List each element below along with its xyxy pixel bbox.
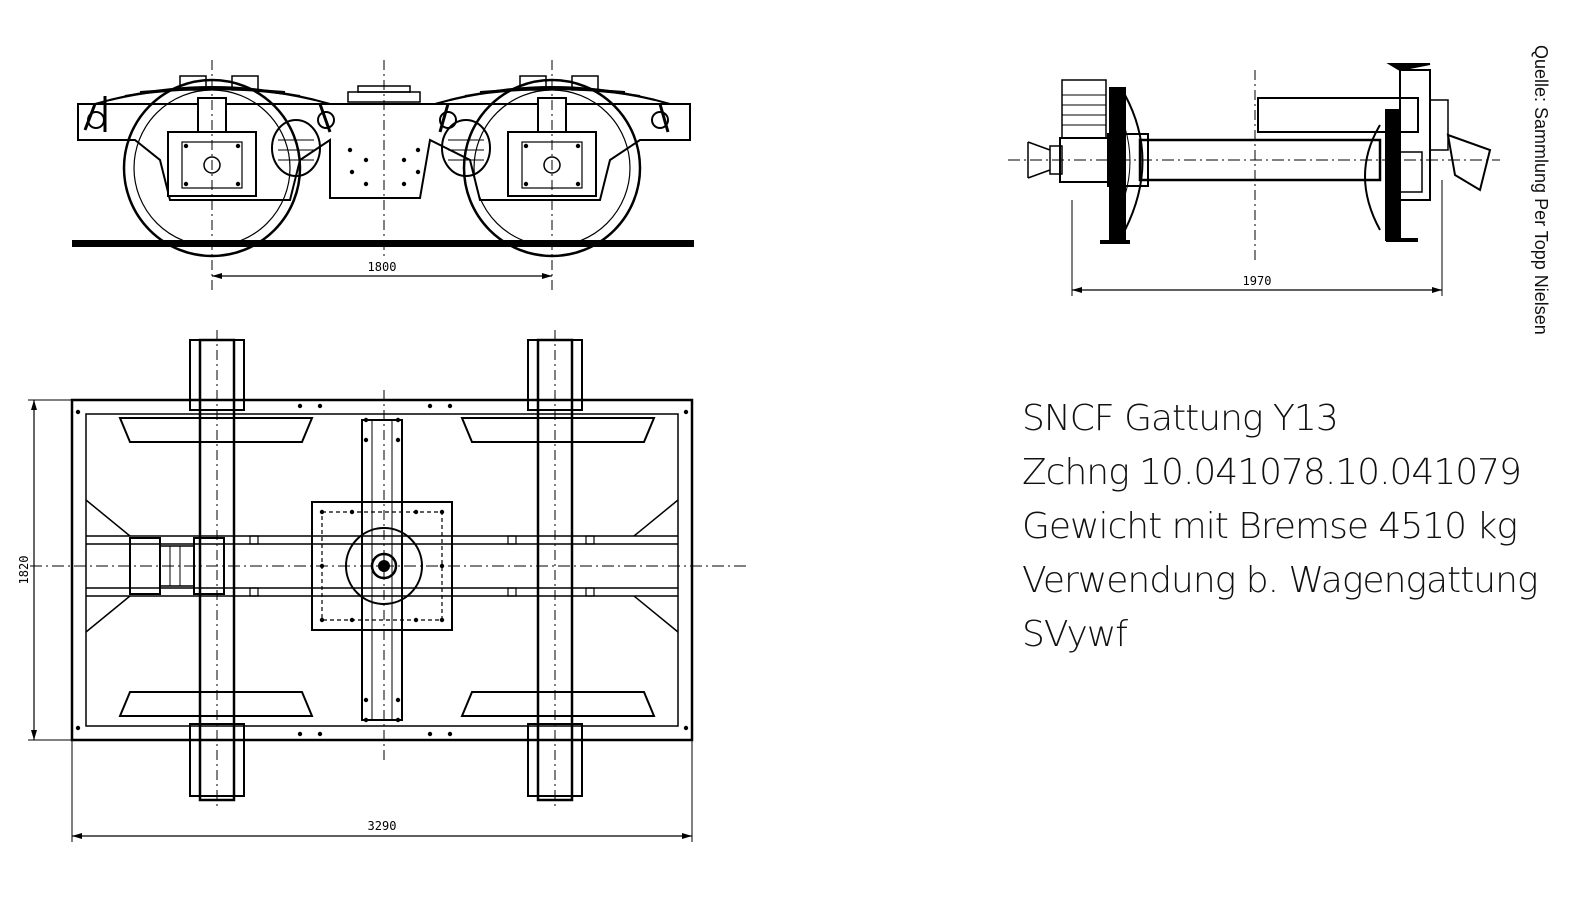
title-line-2: Zchng 10.041078.10.041079 bbox=[1022, 452, 1522, 493]
title-line-1: SNCF Gattung Y13 bbox=[1022, 398, 1339, 439]
title-line-4: Verwendung b. Wagengattung bbox=[1022, 560, 1539, 601]
dim-plan-width: 1820 bbox=[17, 556, 31, 585]
plan-wheel-lt bbox=[118, 417, 314, 443]
bolster bbox=[361, 419, 403, 721]
end-wheel-left bbox=[1109, 87, 1126, 243]
source-credit: Quelle: Sammlung Per Topp Nielsen bbox=[1531, 45, 1551, 335]
end-wheel-right bbox=[1385, 109, 1401, 241]
title-block: SNCF Gattung Y13 Zchng 10.041078.10.0410… bbox=[1022, 392, 1539, 662]
plan-wheel-rb bbox=[460, 691, 656, 717]
pivot-plate bbox=[311, 501, 453, 631]
title-line-5: SVywf bbox=[1022, 614, 1128, 655]
plan-wheel-rt bbox=[460, 417, 656, 443]
plan-view bbox=[28, 330, 750, 842]
rail bbox=[72, 240, 694, 247]
plan-wheel-lb bbox=[118, 691, 314, 717]
plan-frame bbox=[70, 398, 694, 742]
dim-axle-width: 1970 bbox=[1243, 274, 1272, 288]
axle-end-view bbox=[1008, 63, 1500, 296]
side-frame bbox=[77, 103, 691, 201]
dim-side-wheelbase: 1800 bbox=[368, 260, 397, 274]
title-line-3: Gewicht mit Bremse 4510 kg bbox=[1022, 506, 1518, 547]
side-view bbox=[72, 60, 694, 290]
axle-shaft bbox=[1138, 138, 1382, 182]
dim-plan-length: 3290 bbox=[368, 819, 397, 833]
